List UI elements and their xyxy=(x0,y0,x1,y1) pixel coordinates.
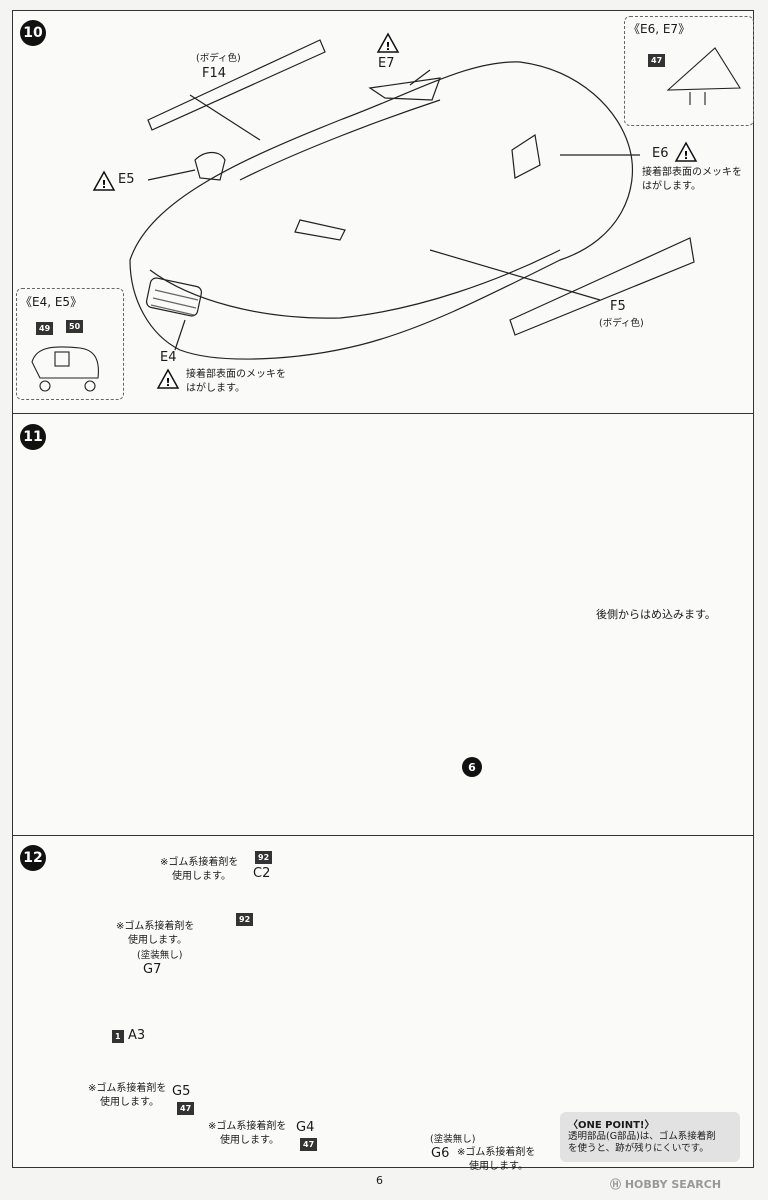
e4-e5-number-box-a: 49 xyxy=(36,322,54,335)
f14-label: F14 xyxy=(202,66,227,81)
c2-number-box: 92 xyxy=(255,851,273,864)
f5-label: F5 xyxy=(610,299,626,314)
e6-note-line1: 接着部表面のメッキを xyxy=(642,167,742,178)
g5-note-line2: 使用します。 xyxy=(100,1096,159,1108)
subassembly-6-badge: 6 xyxy=(462,757,482,777)
e4-e5-title: 《E4, E5》 xyxy=(20,295,83,309)
g6-unpainted-note: (塗装無し) xyxy=(430,1134,476,1145)
e4-e5-inset xyxy=(16,288,124,400)
e4-note-line2: はがします。 xyxy=(186,382,245,394)
g7-note: ※ゴム系接着剤を 使用します。 xyxy=(116,920,194,947)
g4-note: ※ゴム系接着剤を 使用します。 xyxy=(208,1120,286,1147)
step-11-badge: 11 xyxy=(20,424,46,450)
c2-label: C2 xyxy=(253,866,271,881)
e4-e5-number-box-b: 50 xyxy=(66,320,84,333)
g4-label: G4 xyxy=(296,1120,315,1135)
g6-note-line2: 使用します。 xyxy=(469,1160,528,1172)
rear-insert-note: 後側からはめ込みます。 xyxy=(596,608,716,621)
a3-label: A3 xyxy=(128,1028,146,1043)
svg-text:!: ! xyxy=(102,178,107,191)
e6-e7-number-box: 47 xyxy=(648,54,666,67)
g5-note: ※ゴム系接着剤を 使用します。 xyxy=(88,1082,166,1109)
g5-number-box: 47 xyxy=(177,1102,195,1115)
e6-label: E6 xyxy=(652,146,669,161)
step-10-panel xyxy=(12,10,754,414)
step-11-panel xyxy=(12,414,754,836)
g4-number-box: 47 xyxy=(300,1138,318,1151)
g6-note-line1: ※ゴム系接着剤を xyxy=(457,1147,536,1158)
svg-text:!: ! xyxy=(386,40,391,53)
e7-label: E7 xyxy=(378,56,395,71)
step-12-badge: 12 xyxy=(20,845,46,871)
g4-note-line1: ※ゴム系接着剤を xyxy=(208,1121,287,1132)
a3-number-box: 1 xyxy=(112,1030,124,1043)
g5-note-line1: ※ゴム系接着剤を xyxy=(88,1083,167,1094)
c2-note-line1: ※ゴム系接着剤を xyxy=(160,857,239,868)
watermark: Ⓗ HOBBY SEARCH xyxy=(610,1178,722,1191)
svg-text:!: ! xyxy=(166,376,171,389)
one-point-line1: 透明部品(G部品)は、ゴム系接着剤 xyxy=(568,1131,716,1142)
g6-label: G6 xyxy=(431,1146,450,1161)
g7-label: G7 xyxy=(143,962,162,977)
f14-paint-note: (ボディ色) xyxy=(196,53,241,64)
one-point-title: 〈ONE POINT!〉 xyxy=(568,1120,655,1131)
f5-paint-note: (ボディ色) xyxy=(599,318,644,329)
e4-label: E4 xyxy=(160,350,177,365)
g7-note-line2: 使用します。 xyxy=(128,934,187,946)
step-10-badge: 10 xyxy=(20,20,46,46)
e5-label: E5 xyxy=(118,172,135,187)
one-point-tip: 〈ONE POINT!〉 透明部品(G部品)は、ゴム系接着剤 を使うと、跡が残り… xyxy=(560,1112,740,1162)
spoiler-number-box: 92 xyxy=(236,913,254,926)
c2-note: ※ゴム系接着剤を 使用します。 xyxy=(160,856,238,883)
e6-e7-title: 《E6, E7》 xyxy=(628,22,691,36)
g4-note-line2: 使用します。 xyxy=(220,1134,279,1146)
one-point-line2: を使うと、跡が残りにくいです。 xyxy=(568,1143,709,1155)
g6-note: ※ゴム系接着剤を 使用します。 xyxy=(457,1146,535,1173)
e4-note-line1: 接着部表面のメッキを xyxy=(186,369,286,380)
e6-note: 接着部表面のメッキを はがします。 xyxy=(642,166,742,193)
g7-note-line1: ※ゴム系接着剤を xyxy=(116,921,195,932)
c2-note-line2: 使用します。 xyxy=(172,870,231,882)
page-number: 6 xyxy=(376,1174,383,1187)
g7-unpainted-note: (塗装無し) xyxy=(137,950,183,961)
e6-note-line2: はがします。 xyxy=(642,180,701,192)
e4-note: 接着部表面のメッキを はがします。 xyxy=(186,368,286,395)
e6-e7-inset xyxy=(624,16,754,126)
svg-text:!: ! xyxy=(684,149,689,162)
g5-label: G5 xyxy=(172,1084,191,1099)
